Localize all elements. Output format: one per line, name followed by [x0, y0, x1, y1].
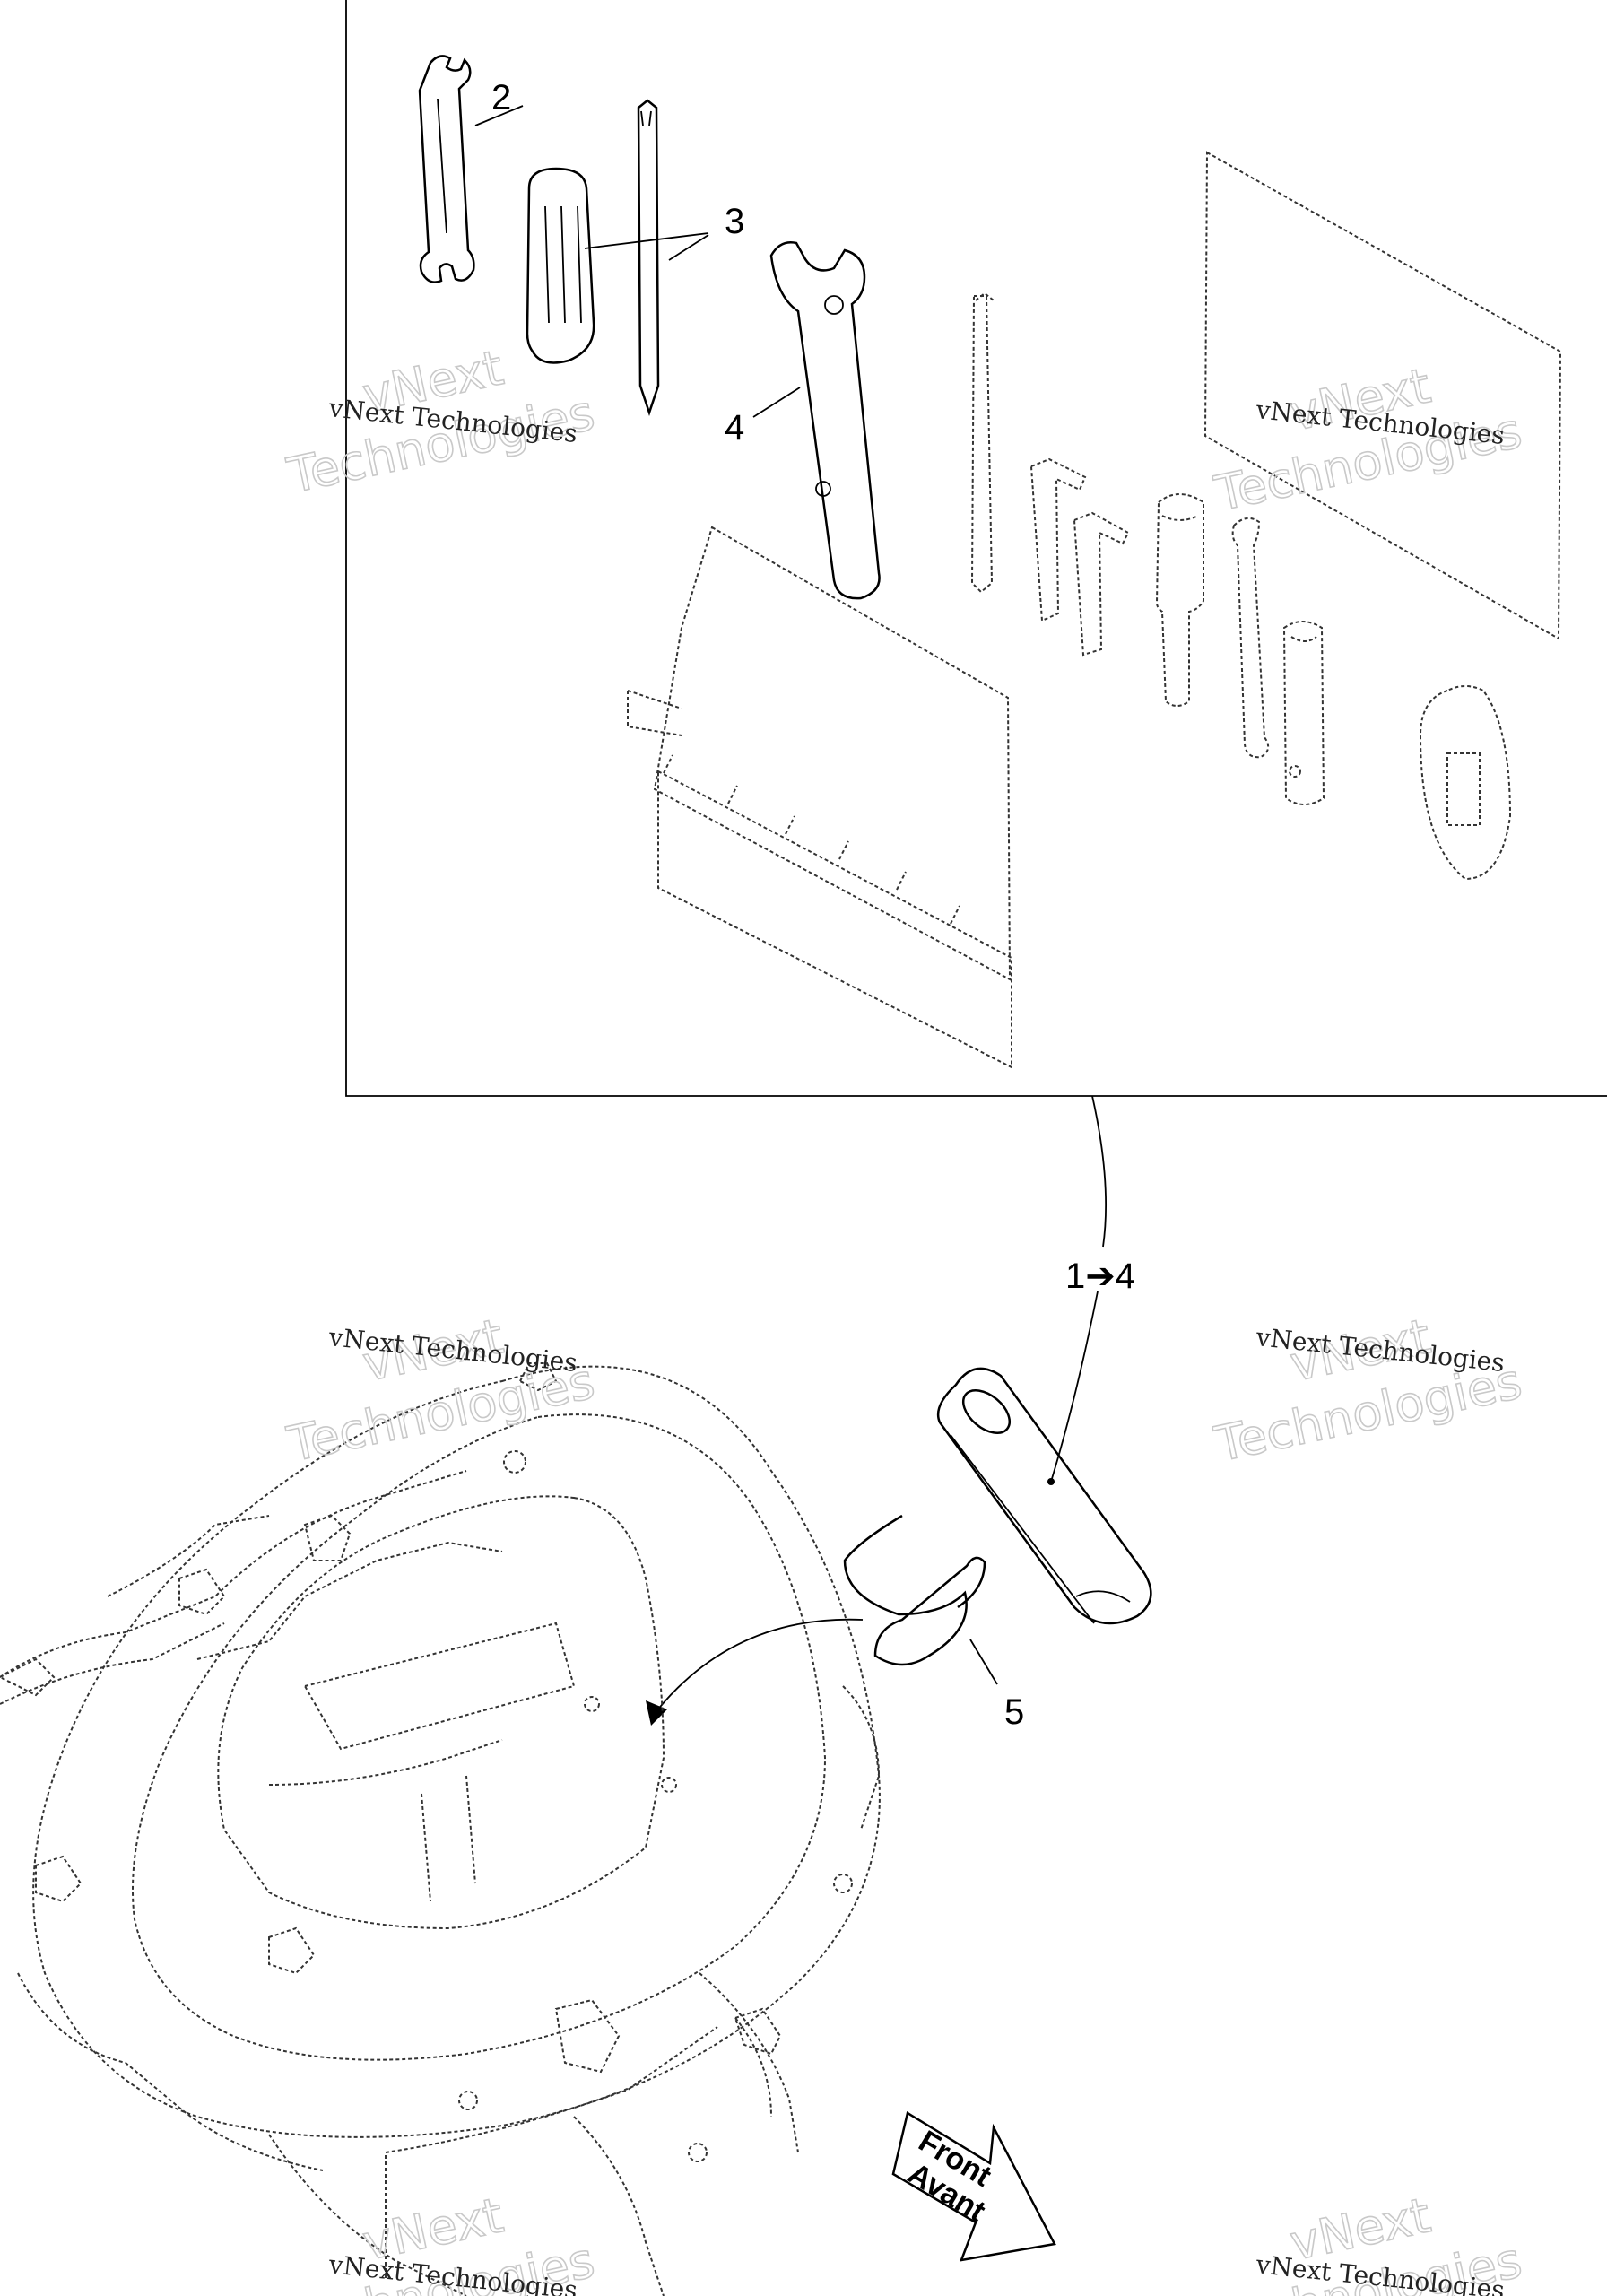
allen-keys [1029, 457, 1130, 657]
rolled-tool-kit [936, 1367, 1152, 1625]
spark-plug-socket [1282, 621, 1325, 805]
manual-sheet [1203, 151, 1562, 640]
callout-3: 3 [725, 202, 744, 241]
open-end-wrench-part-2 [418, 55, 475, 283]
callout-2: 2 [491, 78, 511, 117]
storage-compartment-body [0, 1362, 881, 2296]
watermark-top-left: vNext Technologies [282, 339, 600, 505]
fuse-puller [1419, 685, 1512, 881]
callout-labels: 2 3 4 1➔4 5 [491, 78, 1135, 1732]
spanner-wrench-part-4 [769, 241, 881, 600]
callout-1-to-4: 1➔4 [1065, 1257, 1135, 1296]
inset-connector-line [1047, 1095, 1108, 1485]
long-hex-bit [970, 291, 995, 594]
socket-tool [1155, 493, 1204, 707]
front-direction-arrow: Front Avant [891, 2111, 1056, 2262]
screwdriver-handle-part-3 [526, 167, 595, 364]
leader-lines-top [474, 105, 801, 418]
insertion-arrow [646, 1618, 864, 1726]
toolkit-inset-frame [345, 0, 1607, 1097]
callout-4: 4 [725, 408, 744, 448]
small-wrench [1231, 517, 1270, 759]
screwdriver-bit-part-3 [637, 99, 660, 416]
retaining-clip-part-5 [843, 1514, 998, 1685]
watermark-mid-right: vNext Technologies [1209, 1308, 1527, 1474]
watermark-mid-left: vNext Technologies [282, 1308, 600, 1474]
tool-pouch [627, 526, 1012, 1069]
callout-5: 5 [1004, 1692, 1024, 1732]
